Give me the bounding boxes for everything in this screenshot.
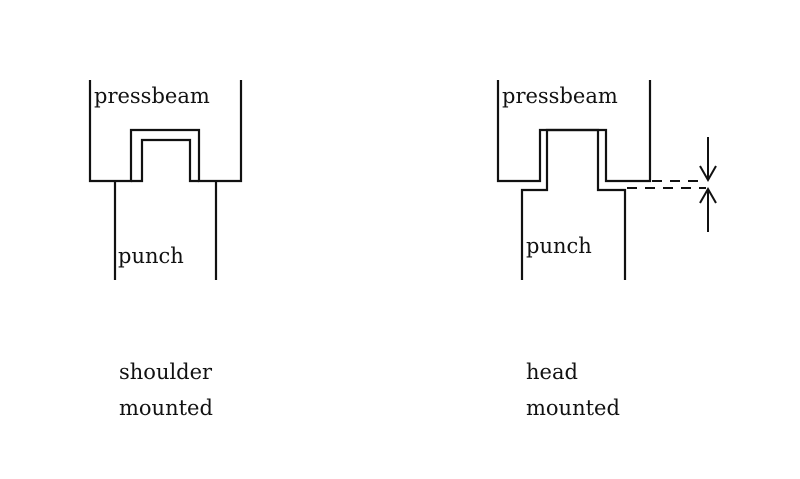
shoulder-pressbeam-label: pressbeam [94,84,210,108]
gap-dimension-arrows [699,137,717,232]
shoulder-mounted-pressbeam [88,80,243,183]
head-mounted-punch [520,128,627,280]
head-caption-line1: head [526,360,578,384]
shoulder-caption-line1: shoulder [119,360,213,384]
shoulder-punch-label: punch [118,244,184,268]
shoulder-caption-line2: mounted [119,396,213,420]
gap-extension-lines [627,180,706,189]
shoulder-caption: shoulder mounted [119,354,213,426]
head-caption: head mounted [526,354,620,426]
head-caption-line2: mounted [526,396,620,420]
head-punch-label: punch [526,234,592,258]
head-pressbeam-label: pressbeam [502,84,618,108]
shoulder-mounted-punch [113,138,218,280]
